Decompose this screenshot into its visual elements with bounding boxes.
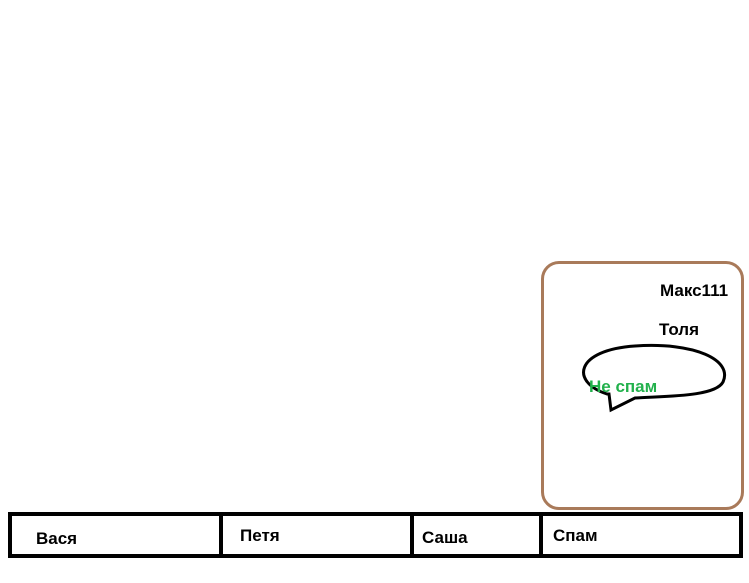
user-item[interactable]: Макс111 [660,281,729,300]
tab-spam[interactable]: Спам [543,516,739,554]
bubble-text: Не спам [589,377,658,396]
user-panel [541,261,744,510]
speech-bubble-icon [582,343,727,413]
tab-label: Саша [422,528,468,547]
tab-label: Спам [553,526,598,545]
tab-petya[interactable]: Петя [223,516,414,554]
tab-label: Петя [240,526,280,545]
user-item[interactable]: Толя [659,320,699,339]
tab-label: Вася [36,529,78,548]
tab-vasya[interactable]: Вася [12,516,223,554]
tab-bar: Вася Петя Саша Спам [8,512,743,558]
tab-sasha[interactable]: Саша [414,516,543,554]
